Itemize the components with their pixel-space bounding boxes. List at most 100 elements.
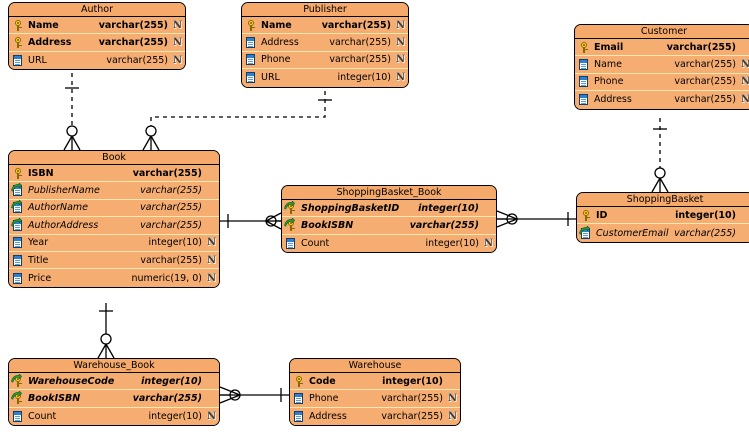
attribute-name: ShoppingBasketID — [301, 202, 400, 214]
attribute-type: varchar(255) — [409, 220, 479, 232]
nullable-badge: N — [739, 75, 749, 88]
column-icon — [12, 254, 25, 267]
key-icon — [578, 41, 591, 54]
attribute-type: integer(10) — [337, 72, 391, 84]
attribute-name: Code — [309, 375, 336, 387]
attribute-type: integer(10) — [382, 375, 443, 387]
column-icon — [285, 237, 298, 250]
relationship-customer-shoppingbasket — [651, 118, 669, 193]
relationship-book-warehousebook — [97, 303, 115, 359]
nullable-badge: N — [395, 54, 406, 66]
column-icon — [578, 93, 591, 106]
attribute-type: varchar(255) — [140, 185, 202, 197]
attribute-type: varchar(255) — [98, 19, 168, 31]
column-icon — [578, 58, 591, 71]
fk-arrow-icon — [579, 225, 590, 235]
attribute-row[interactable]: Code integer(10) — [290, 373, 460, 391]
nullable-badge: N — [395, 19, 406, 31]
fk-column-icon — [579, 225, 593, 240]
attribute-type: integer(10) — [148, 410, 202, 422]
entity-title: Customer — [575, 25, 749, 39]
attribute-name: PublisherName — [28, 185, 100, 197]
relationship-author-book — [63, 73, 81, 151]
key-icon — [245, 19, 258, 32]
nullable-badge: N — [206, 254, 217, 266]
attribute-name: Price — [28, 272, 52, 284]
column-icon — [578, 75, 591, 88]
attribute-name: Phone — [309, 393, 339, 405]
attribute-name: ISBN — [28, 167, 54, 179]
attribute-name: URL — [28, 54, 47, 66]
fk-key-icon — [11, 373, 25, 388]
nullable-badge: N — [172, 54, 183, 66]
attribute-type: varchar(255) — [132, 167, 202, 179]
attribute-name: Title — [28, 254, 49, 266]
attribute-name: AuthorAddress — [28, 219, 99, 231]
attribute-type: varchar(255) — [321, 19, 391, 31]
attribute-row[interactable]: PublisherName varchar(255) — [9, 182, 219, 200]
attribute-name: WarehouseCode — [28, 375, 115, 387]
attribute-type: varchar(255) — [674, 76, 736, 88]
attribute-name: Address — [28, 37, 72, 49]
entity-title: Author — [9, 3, 185, 17]
fk-arrow-icon — [11, 200, 22, 210]
fk-arrow-icon — [11, 183, 22, 192]
column-icon — [12, 54, 25, 67]
fk-key-icon — [11, 391, 25, 405]
attribute-type: varchar(255) — [674, 227, 736, 239]
column-icon — [293, 392, 306, 405]
fk-arrow-icon — [11, 217, 22, 227]
attribute-row[interactable]: Phone varchar(255)N — [575, 74, 749, 92]
fk-column-icon — [11, 183, 25, 197]
attribute-type: varchar(255) — [381, 410, 443, 422]
attribute-row[interactable]: ISBN varchar(255) — [9, 165, 219, 183]
attribute-name: Email — [594, 41, 624, 53]
relationship-shoppingbasket-shoppingbasketbook — [496, 210, 576, 228]
attribute-name: Count — [28, 410, 57, 422]
relationship-publisher-book — [142, 91, 332, 151]
nullable-badge: N — [206, 237, 217, 249]
column-icon — [293, 410, 306, 423]
attribute-type: integer(10) — [675, 209, 736, 221]
attribute-name: Name — [28, 19, 59, 31]
attribute-name: Phone — [594, 76, 624, 88]
entity-title: ShoppingBasket_Book — [282, 186, 496, 200]
